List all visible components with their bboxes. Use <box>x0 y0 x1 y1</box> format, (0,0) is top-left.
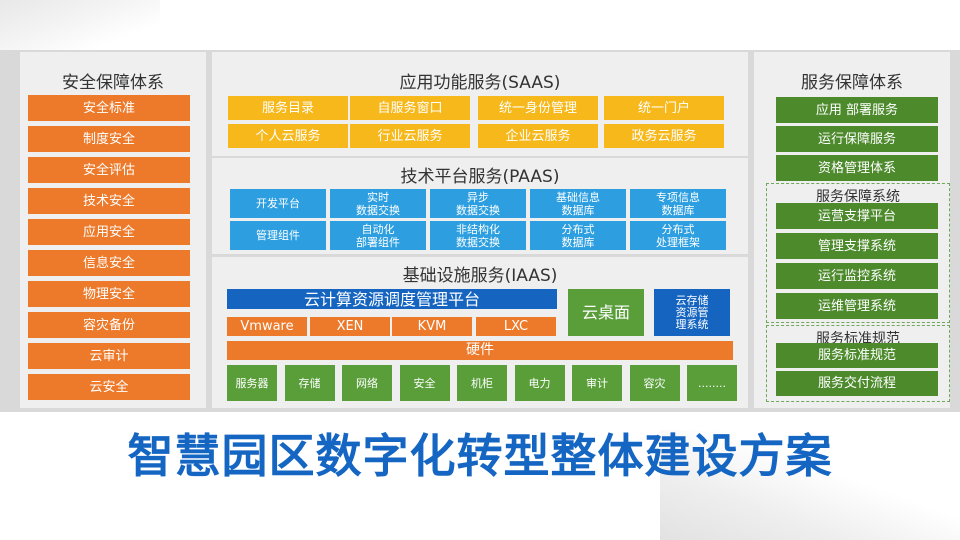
virtualization-item: LXC <box>476 317 556 336</box>
main-title: 智慧园区数字化转型整体建设方案 <box>127 429 833 483</box>
service-system-group: 服务保障系统 <box>766 183 950 323</box>
cloud-storage-mgmt-box: 云存储 资源管 理系统 <box>654 289 730 336</box>
paas-title: 技术平台服务(PAAS) <box>400 167 560 187</box>
service-system-item: 运行监控系统 <box>776 263 938 289</box>
corner-decoration-bottom-right <box>660 430 960 540</box>
saas-item: 统一身份管理 <box>478 96 598 120</box>
security-panel-title: 安全保障体系 <box>62 73 164 93</box>
resource-scheduler-box: 云计算资源调度管理平台 <box>227 289 557 309</box>
paas-panel: 技术平台服务(PAAS) 开发平台实时 数据交换异步 数据交换基础信息 数据库专… <box>212 158 748 254</box>
service-system-title: 服务保障系统 <box>816 189 900 205</box>
hardware-item: 电力 <box>514 365 565 401</box>
security-item: 制度安全 <box>28 126 190 152</box>
hardware-item: 容灾 <box>629 365 680 401</box>
hardware-item: 网络 <box>342 365 392 401</box>
hardware-item: 审计 <box>572 365 622 401</box>
security-item: 安全评估 <box>28 157 190 183</box>
service-item: 应用 部署服务 <box>776 97 938 123</box>
security-item: 容灾备份 <box>28 312 190 338</box>
security-item: 信息安全 <box>28 250 190 276</box>
saas-item: 政务云服务 <box>604 124 724 148</box>
virtualization-item: KVM <box>392 317 472 336</box>
security-item: 技术安全 <box>28 188 190 214</box>
paas-item: 实时 数据交换 <box>330 189 426 218</box>
saas-panel: 应用功能服务(SAAS) 服务目录自服务窗口统一身份管理统一门户个人云服务行业云… <box>212 52 748 156</box>
saas-item: 行业云服务 <box>350 124 470 148</box>
saas-item: 统一门户 <box>604 96 724 120</box>
paas-item: 异步 数据交换 <box>430 189 526 218</box>
saas-item: 个人云服务 <box>228 124 348 148</box>
service-system-item: 运营支撑平台 <box>776 203 938 229</box>
saas-title: 应用功能服务(SAAS) <box>399 73 561 93</box>
service-system-item: 运维管理系统 <box>776 293 938 319</box>
service-system-item: 管理支撑系统 <box>776 233 938 259</box>
paas-item: 基础信息 数据库 <box>530 189 626 218</box>
security-panel: 安全保障体系 安全标准制度安全安全评估技术安全应用安全信息安全物理安全容灾备份云… <box>20 52 206 408</box>
service-standard-item: 服务标准规范 <box>776 343 938 368</box>
iaas-title: 基础设施服务(IAAS) <box>402 266 558 286</box>
saas-item: 服务目录 <box>228 96 348 120</box>
service-item: 资格管理体系 <box>776 155 938 181</box>
service-panel: 服务保障体系 应用 部署服务运行保障服务资格管理体系 服务保障系统 运营支撑平台… <box>754 52 950 408</box>
service-item: 运行保障服务 <box>776 126 938 152</box>
hardware-box: 硬件 <box>227 341 733 360</box>
service-panel-title: 服务保障体系 <box>801 73 903 93</box>
paas-item: 开发平台 <box>230 189 326 218</box>
security-item: 应用安全 <box>28 219 190 245</box>
saas-item: 自服务窗口 <box>350 96 470 120</box>
security-item: 安全标准 <box>28 95 190 121</box>
cloud-desktop-box: 云桌面 <box>568 289 644 336</box>
hardware-item: ........ <box>687 365 737 401</box>
virtualization-item: XEN <box>310 317 390 336</box>
virtualization-item: Vmware <box>227 317 307 336</box>
security-item: 物理安全 <box>28 281 190 307</box>
saas-item: 企业云服务 <box>478 124 598 148</box>
paas-item: 管理组件 <box>230 221 326 250</box>
service-standard-item: 服务交付流程 <box>776 371 938 396</box>
hardware-item: 安全 <box>399 365 450 401</box>
paas-item: 分布式 处理框架 <box>630 221 726 250</box>
paas-item: 专项信息 数据库 <box>630 189 726 218</box>
hardware-item: 存储 <box>284 365 335 401</box>
hardware-item: 机柜 <box>457 365 507 401</box>
paas-item: 非结构化 数据交换 <box>430 221 526 250</box>
security-item: 云审计 <box>28 343 190 369</box>
paas-item: 自动化 部署组件 <box>330 221 426 250</box>
security-item: 云安全 <box>28 374 190 400</box>
paas-item: 分布式 数据库 <box>530 221 626 250</box>
hardware-item: 服务器 <box>227 365 277 401</box>
